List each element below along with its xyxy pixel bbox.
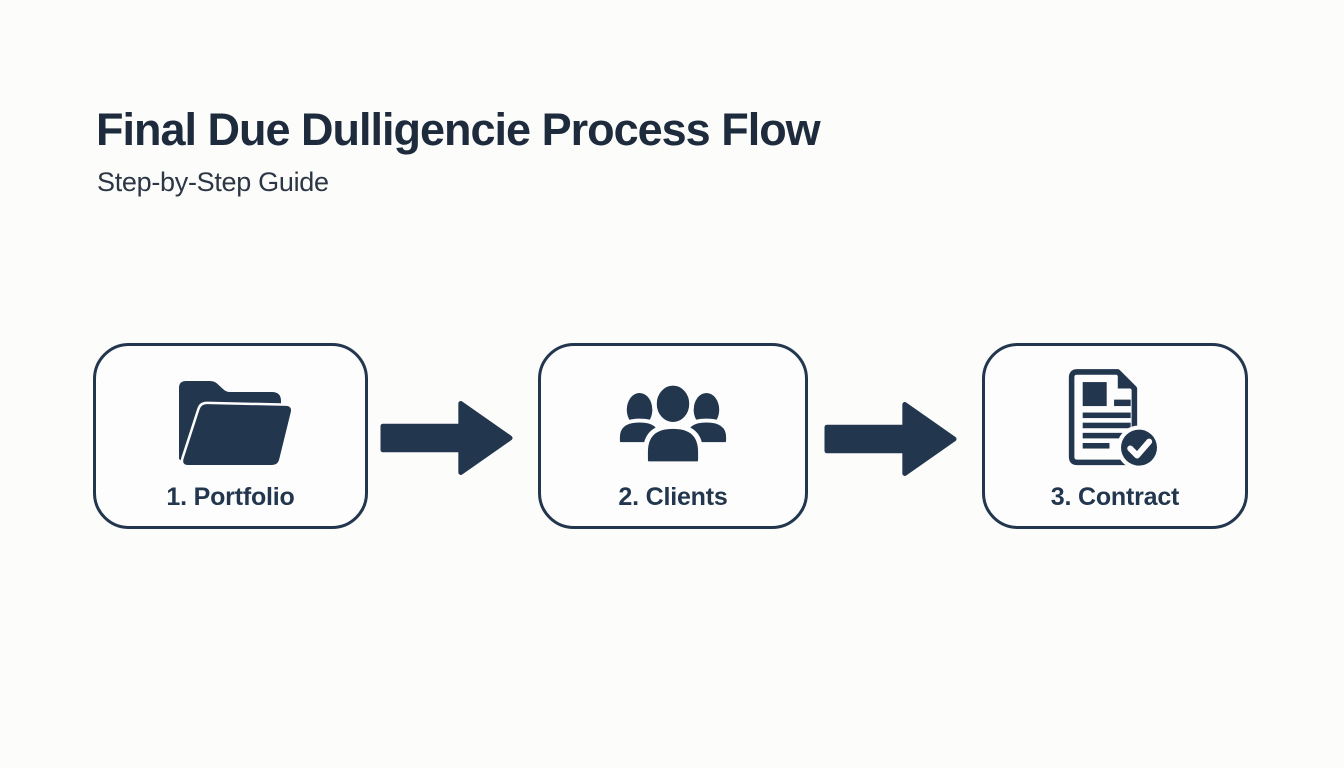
arrow-right-icon bbox=[824, 402, 957, 476]
folder-open-icon bbox=[96, 371, 365, 471]
step-label-contract: 3. Contract bbox=[1050, 483, 1180, 511]
step-label-portfolio: 1. Portfolio bbox=[166, 483, 295, 511]
step-box-clients: 2. Clients bbox=[538, 343, 808, 529]
step-box-portfolio: 1. Portfolio bbox=[93, 343, 368, 529]
page-subtitle: Step-by-Step Guide bbox=[97, 167, 329, 197]
step-box-contract: 3. Contract bbox=[982, 343, 1248, 529]
document-check-icon bbox=[985, 364, 1245, 474]
page-title: Final Due Dulligencie Process Flow bbox=[96, 104, 821, 155]
step-label-clients: 2. Clients bbox=[618, 483, 728, 511]
arrow-right-icon bbox=[380, 401, 513, 475]
people-group-icon bbox=[541, 383, 805, 464]
